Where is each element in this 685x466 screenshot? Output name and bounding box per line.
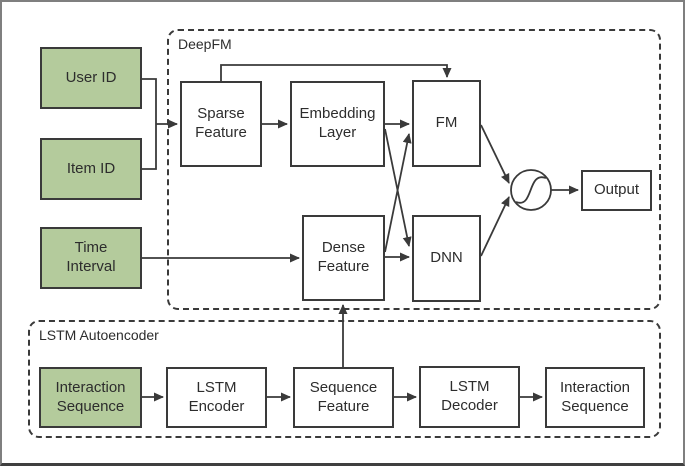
node-dnn-label: DNN [430,249,463,267]
node-interaction-sequence-input: Interaction Sequence [39,367,142,428]
node-lstm-decoder: LSTM Decoder [419,366,520,428]
node-sparse-feature: Sparse Feature [180,81,262,167]
node-output-label: Output [593,181,640,199]
node-fm-label: FM [435,114,458,132]
arrow-dense-to-fm [384,133,412,253]
node-sequence-feature-label: Sequence Feature [309,378,378,415]
arrow-fm-to-sigmoid [480,124,510,184]
node-sparse-feature-label: Sparse Feature [195,105,247,141]
deepfm-group-label: DeepFM [178,36,232,52]
node-interaction-sequence-output-label: Interaction Sequence [559,378,631,415]
node-embedding-layer-label: Embedding Layer [299,105,376,141]
node-item-id-label: Item ID [66,159,116,177]
node-time-interval: Time Interval [40,227,142,289]
node-sequence-feature: Sequence Feature [293,367,394,428]
arrow-dnn-to-sigmoid [480,196,510,257]
deepfm-group: DeepFM [167,29,661,310]
lstm-autoencoder-group: LSTM Autoencoder [28,320,661,438]
sigmoid-activation-icon [510,169,552,211]
node-lstm-encoder: LSTM Encoder [166,367,267,428]
node-time-interval-label: Time Interval [66,239,116,275]
node-embedding-layer: Embedding Layer [290,81,385,167]
wire-user-id-junction [142,78,157,124]
node-output: Output [581,170,652,211]
node-dense-feature: Dense Feature [302,215,385,301]
node-fm: FM [412,80,481,167]
node-lstm-encoder-label: LSTM Encoder [188,378,245,415]
node-user-id-label: User ID [65,68,117,86]
node-interaction-sequence-output: Interaction Sequence [545,367,645,428]
node-lstm-decoder-label: LSTM Decoder [441,378,498,414]
lstm-autoencoder-group-label: LSTM Autoencoder [39,327,159,343]
node-dense-feature-label: Dense Feature [317,239,370,275]
arrow-embedding-to-dnn [384,128,412,247]
node-user-id: User ID [40,47,142,109]
node-item-id: Item ID [40,138,142,200]
wire-item-id-junction [142,124,157,170]
arrow-sparse-skip-to-fm [220,64,452,81]
node-dnn: DNN [412,215,481,302]
node-interaction-sequence-input-label: Interaction Sequence [55,378,126,415]
